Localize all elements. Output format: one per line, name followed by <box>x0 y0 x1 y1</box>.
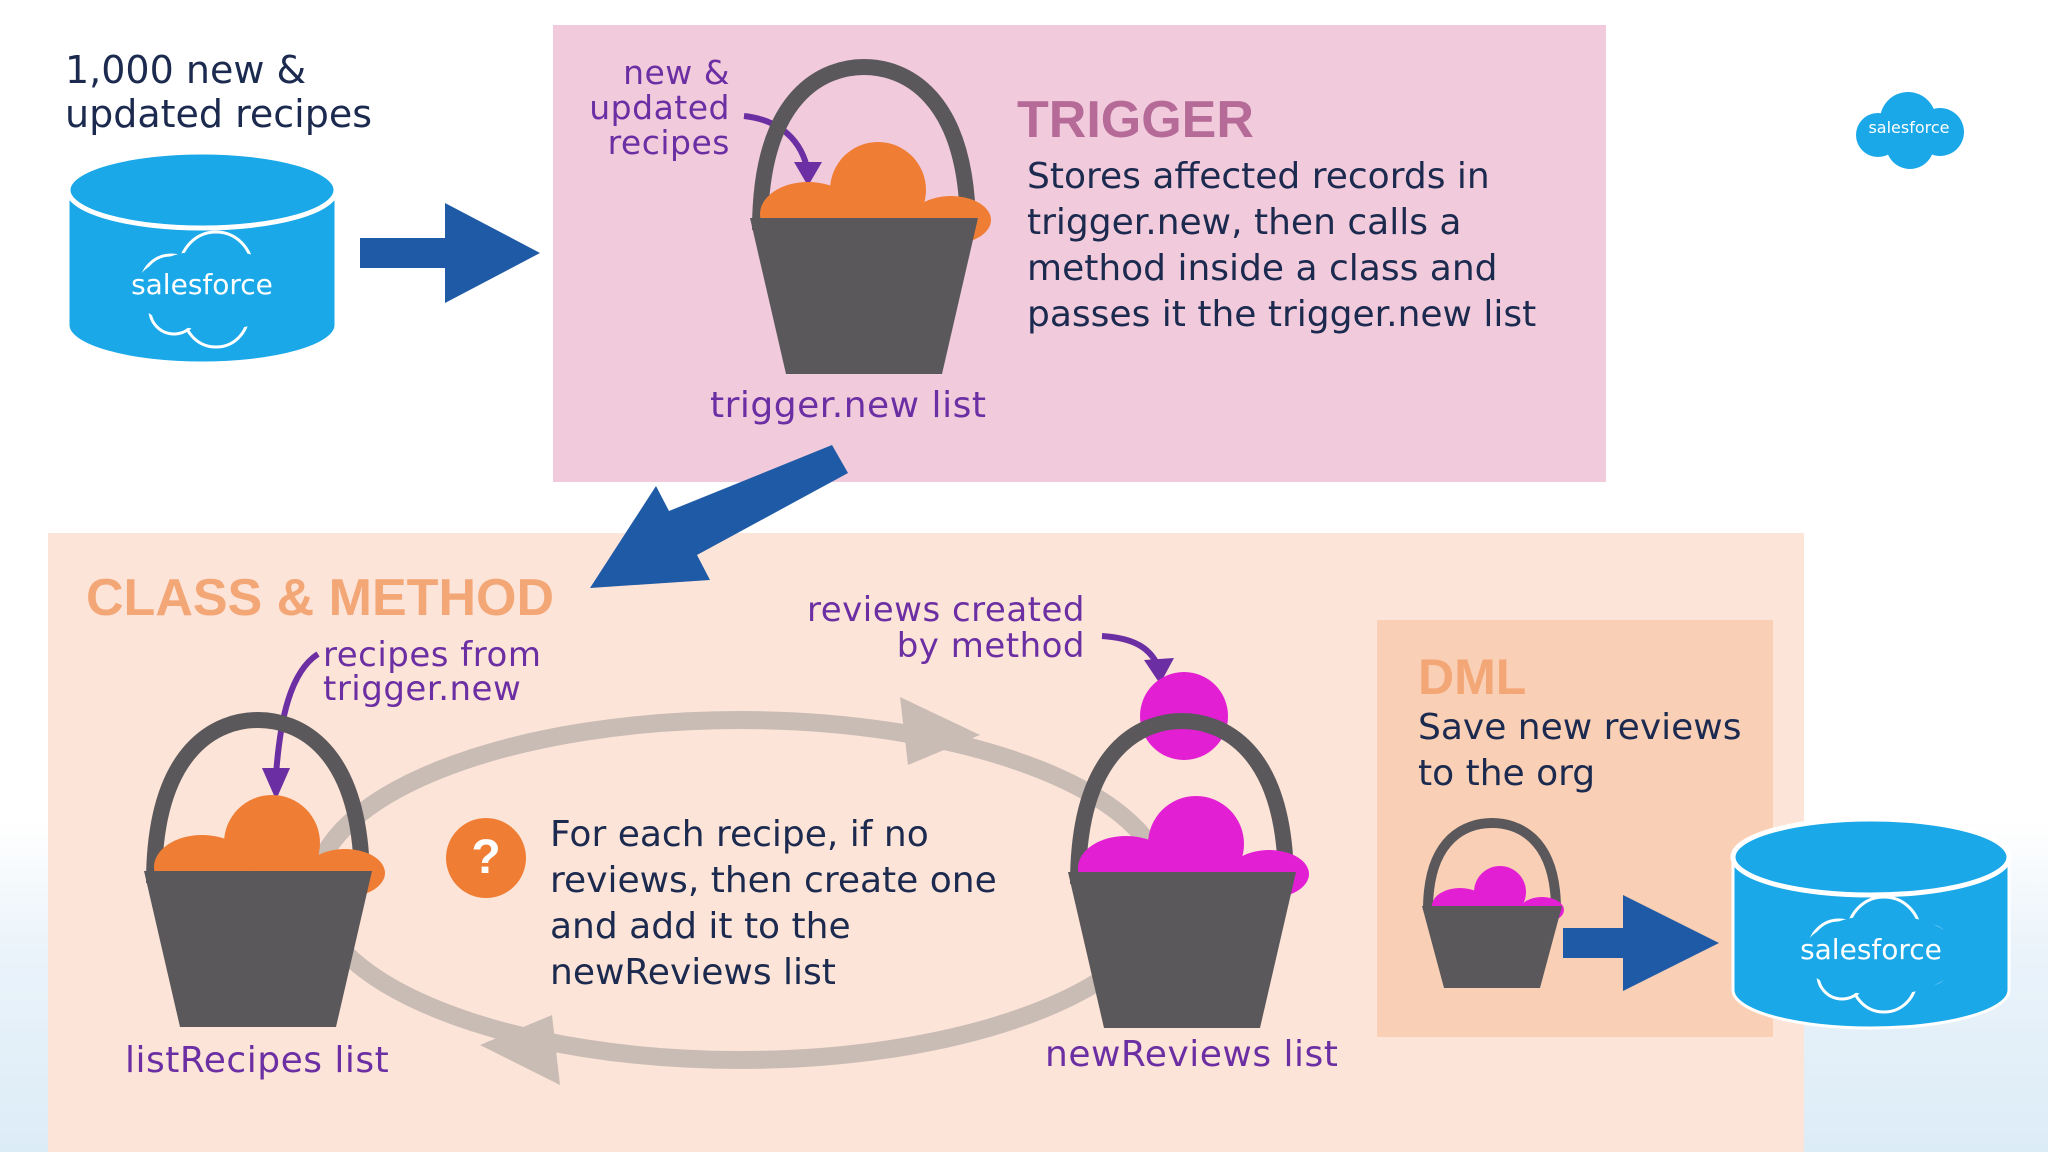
dml-basket-icon <box>1422 817 1564 988</box>
loop-text-line: and add it to the <box>550 906 851 947</box>
recipes-note-line: trigger.new <box>323 669 522 709</box>
list-recipes-basket-icon <box>144 711 385 1027</box>
corner-logo-text: salesforce <box>1868 118 1950 137</box>
dml-description-line: to the org <box>1418 753 1596 794</box>
new-reviews-label: newReviews list <box>1045 1034 1339 1075</box>
dml-arrow-right-icon <box>1563 895 1719 991</box>
trigger-basket-icon <box>750 58 991 374</box>
trigger-note-line: updated <box>589 88 730 127</box>
trigger-description-line: Stores affected records in <box>1027 156 1490 197</box>
trigger-note-arrow-icon <box>743 113 822 186</box>
trigger-description-line: trigger.new, then calls a <box>1027 202 1462 243</box>
source-logo-text: salesforce <box>131 268 273 301</box>
new-reviews-basket-icon <box>1068 672 1309 1028</box>
source-caption-line2: updated recipes <box>65 92 373 136</box>
class-method-heading: CLASS & METHOD <box>86 569 554 627</box>
target-cloud-logo-icon <box>1802 895 1962 1014</box>
recipes-note-arrow-icon <box>262 651 320 800</box>
trigger-panel <box>553 25 1606 482</box>
dml-description: Save new reviews to the org <box>1418 705 1741 797</box>
source-database-icon <box>65 149 339 365</box>
dml-description-line: Save new reviews <box>1418 707 1742 748</box>
reviews-note: reviews created by method <box>790 592 1085 664</box>
reviews-note-arrow-icon <box>1101 633 1174 684</box>
loop-text-line: newReviews list <box>550 952 836 993</box>
trigger-basket-label: trigger.new list <box>710 385 987 426</box>
trigger-description-line: method inside a class and <box>1027 248 1498 289</box>
target-logo-text: salesforce <box>1800 933 1942 966</box>
list-recipes-label: listRecipes list <box>125 1040 390 1081</box>
reviews-note-line: reviews created <box>807 590 1085 630</box>
trigger-note-line: recipes <box>607 123 730 162</box>
recipes-note-line: recipes from <box>323 635 542 675</box>
loop-text-line: reviews, then create one <box>550 860 997 901</box>
target-database-icon <box>1730 816 2012 1030</box>
source-caption: 1,000 new & updated recipes <box>65 48 372 136</box>
loop-text-line: For each recipe, if no <box>550 814 929 855</box>
loop-text: For each recipe, if no reviews, then cre… <box>550 812 997 996</box>
arrow-diagonal-icon <box>590 445 848 588</box>
source-caption-line1: 1,000 new & <box>65 48 307 92</box>
arrow-right-icon <box>360 203 540 303</box>
trigger-heading: TRIGGER <box>1017 91 1254 149</box>
recipes-note: recipes from trigger.new <box>323 638 541 706</box>
trigger-description-line: passes it the trigger.new list <box>1027 294 1537 335</box>
trigger-note: new & updated recipes <box>585 55 730 160</box>
question-icon: ? <box>446 818 526 898</box>
trigger-note-line: new & <box>623 53 730 92</box>
trigger-description: Stores affected records in trigger.new, … <box>1027 154 1536 338</box>
dml-heading: DML <box>1418 649 1527 705</box>
corner-cloud-logo-icon <box>1856 92 1964 169</box>
source-cloud-logo-icon <box>134 230 294 349</box>
reviews-note-line: by method <box>896 626 1085 666</box>
